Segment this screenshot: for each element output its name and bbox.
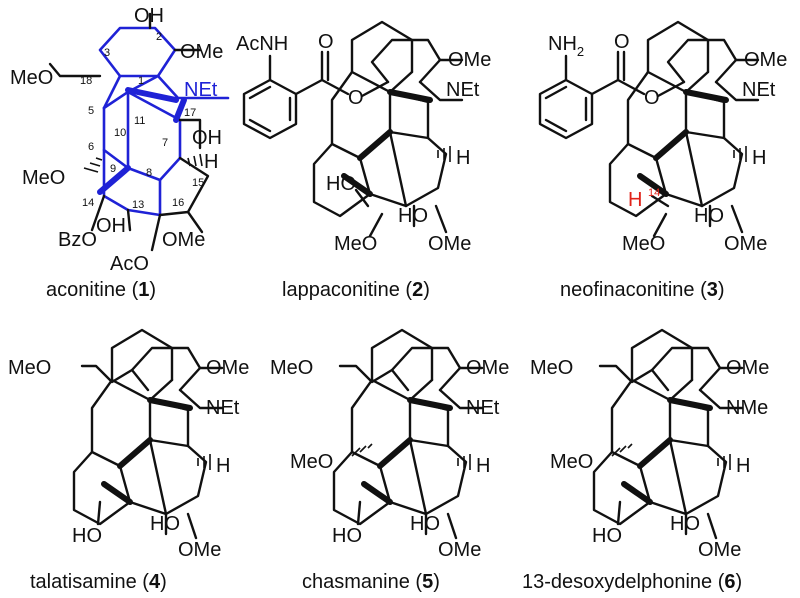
ester-o-label: O [644, 87, 660, 109]
net-label: NEt [446, 79, 480, 101]
atom-number: 5 [88, 105, 94, 117]
atom-number: 11 [134, 115, 145, 127]
ho-label: HO [398, 205, 428, 227]
net-label: NEt [206, 397, 240, 419]
acnh-label: AcNH [236, 33, 288, 55]
meo-label: MeO [530, 357, 573, 379]
net-label: NEt [466, 397, 500, 419]
meo-label: MeO [10, 67, 53, 89]
meo-label: MeO [22, 167, 65, 189]
oh-label: OH [96, 215, 126, 237]
compound-name: chasmanine (5) [302, 571, 440, 593]
atom-number: 7 [162, 137, 168, 149]
compound-name: lappaconitine (2) [282, 279, 430, 301]
atom-number: 14 [82, 197, 94, 209]
net-label: NEt [184, 79, 218, 101]
atom-number: 18 [80, 75, 92, 87]
net-label: NEt [742, 79, 776, 101]
lappaconitine-structure: AcNH O O OMe NEt H HO MeO HO OMe lappaco… [236, 22, 491, 301]
ome-label: OMe [466, 357, 509, 379]
atom-number: 17 [184, 107, 196, 119]
atom-number: 9 [110, 163, 116, 175]
atom-number: 15 [192, 177, 204, 189]
meo-label: MeO [270, 357, 313, 379]
ome-label: OMe [178, 539, 221, 561]
atom-number: 6 [88, 141, 94, 153]
atom-number: 8 [146, 167, 152, 179]
atom-number: 1 [138, 75, 144, 87]
neofinaconitine-structure: NH2 O O OMe NEt H H 14 MeO HO OMe neofin… [538, 22, 787, 301]
aconitine-structure: OH OMe NEt MeO OH H MeO OH BzO OMe AcO 3… [10, 5, 230, 301]
highlight-h-label: H [628, 189, 642, 211]
oh-label: OH [192, 127, 222, 149]
meo-label: MeO [334, 233, 377, 255]
compound-name: talatisamine (4) [30, 571, 167, 593]
atom-number: 10 [114, 127, 126, 139]
h-label: H [216, 455, 230, 477]
ome-label: OMe [744, 49, 787, 71]
ome-label: OMe [438, 539, 481, 561]
chasmanine-structure: MeO OMe NEt MeO H HO HO OMe chasmanine (… [270, 330, 509, 593]
compound-name: neofinaconitine (3) [560, 279, 725, 301]
desoxydelphonine-structure: MeO OMe NMe MeO H HO HO OMe 13-desoxydel… [522, 330, 769, 593]
ho-label: HO [150, 513, 180, 535]
atom-number: 16 [172, 197, 184, 209]
ester-o-label: O [348, 87, 364, 109]
atom-number: 13 [132, 199, 144, 211]
ho-label: HO [592, 525, 622, 547]
atom-number: 3 [104, 47, 110, 59]
ome-label: OMe [180, 41, 223, 63]
nh2-label: NH2 [548, 33, 584, 59]
ho-label: HO [410, 513, 440, 535]
h-label: H [736, 455, 750, 477]
ome-label: OMe [726, 357, 769, 379]
ome-label: OMe [206, 357, 249, 379]
ome-label: OMe [724, 233, 767, 255]
ome-label: OMe [162, 229, 205, 251]
meo-label: MeO [290, 451, 333, 473]
ome-label: OMe [698, 539, 741, 561]
atom-number: 2 [156, 31, 162, 43]
meo-label: MeO [622, 233, 665, 255]
ho-label: HO [326, 173, 356, 195]
aco-label: AcO [110, 253, 149, 275]
ome-label: OMe [428, 233, 471, 255]
bzo-label: BzO [58, 229, 97, 251]
meo-label: MeO [550, 451, 593, 473]
h-label: H [476, 455, 490, 477]
ho-label: HO [332, 525, 362, 547]
h-label: H [752, 147, 766, 169]
carbonyl-o-label: O [614, 31, 630, 53]
highlight-c14-number: 14 [648, 187, 660, 199]
ho-label: HO [670, 513, 700, 535]
meo-label: MeO [8, 357, 51, 379]
ho-label: HO [72, 525, 102, 547]
compound-name: 13-desoxydelphonine (6) [522, 571, 742, 593]
ho-label: HO [694, 205, 724, 227]
h-label: H [456, 147, 470, 169]
compound-name: aconitine (1) [46, 279, 156, 301]
talatisamine-structure: MeO OMe NEt H HO HO OMe talatisamine (4) [8, 330, 249, 593]
nme-label: NMe [726, 397, 768, 419]
carbonyl-o-label: O [318, 31, 334, 53]
ome-label: OMe [448, 49, 491, 71]
h-label: H [204, 151, 218, 173]
oh-label: OH [134, 5, 164, 27]
